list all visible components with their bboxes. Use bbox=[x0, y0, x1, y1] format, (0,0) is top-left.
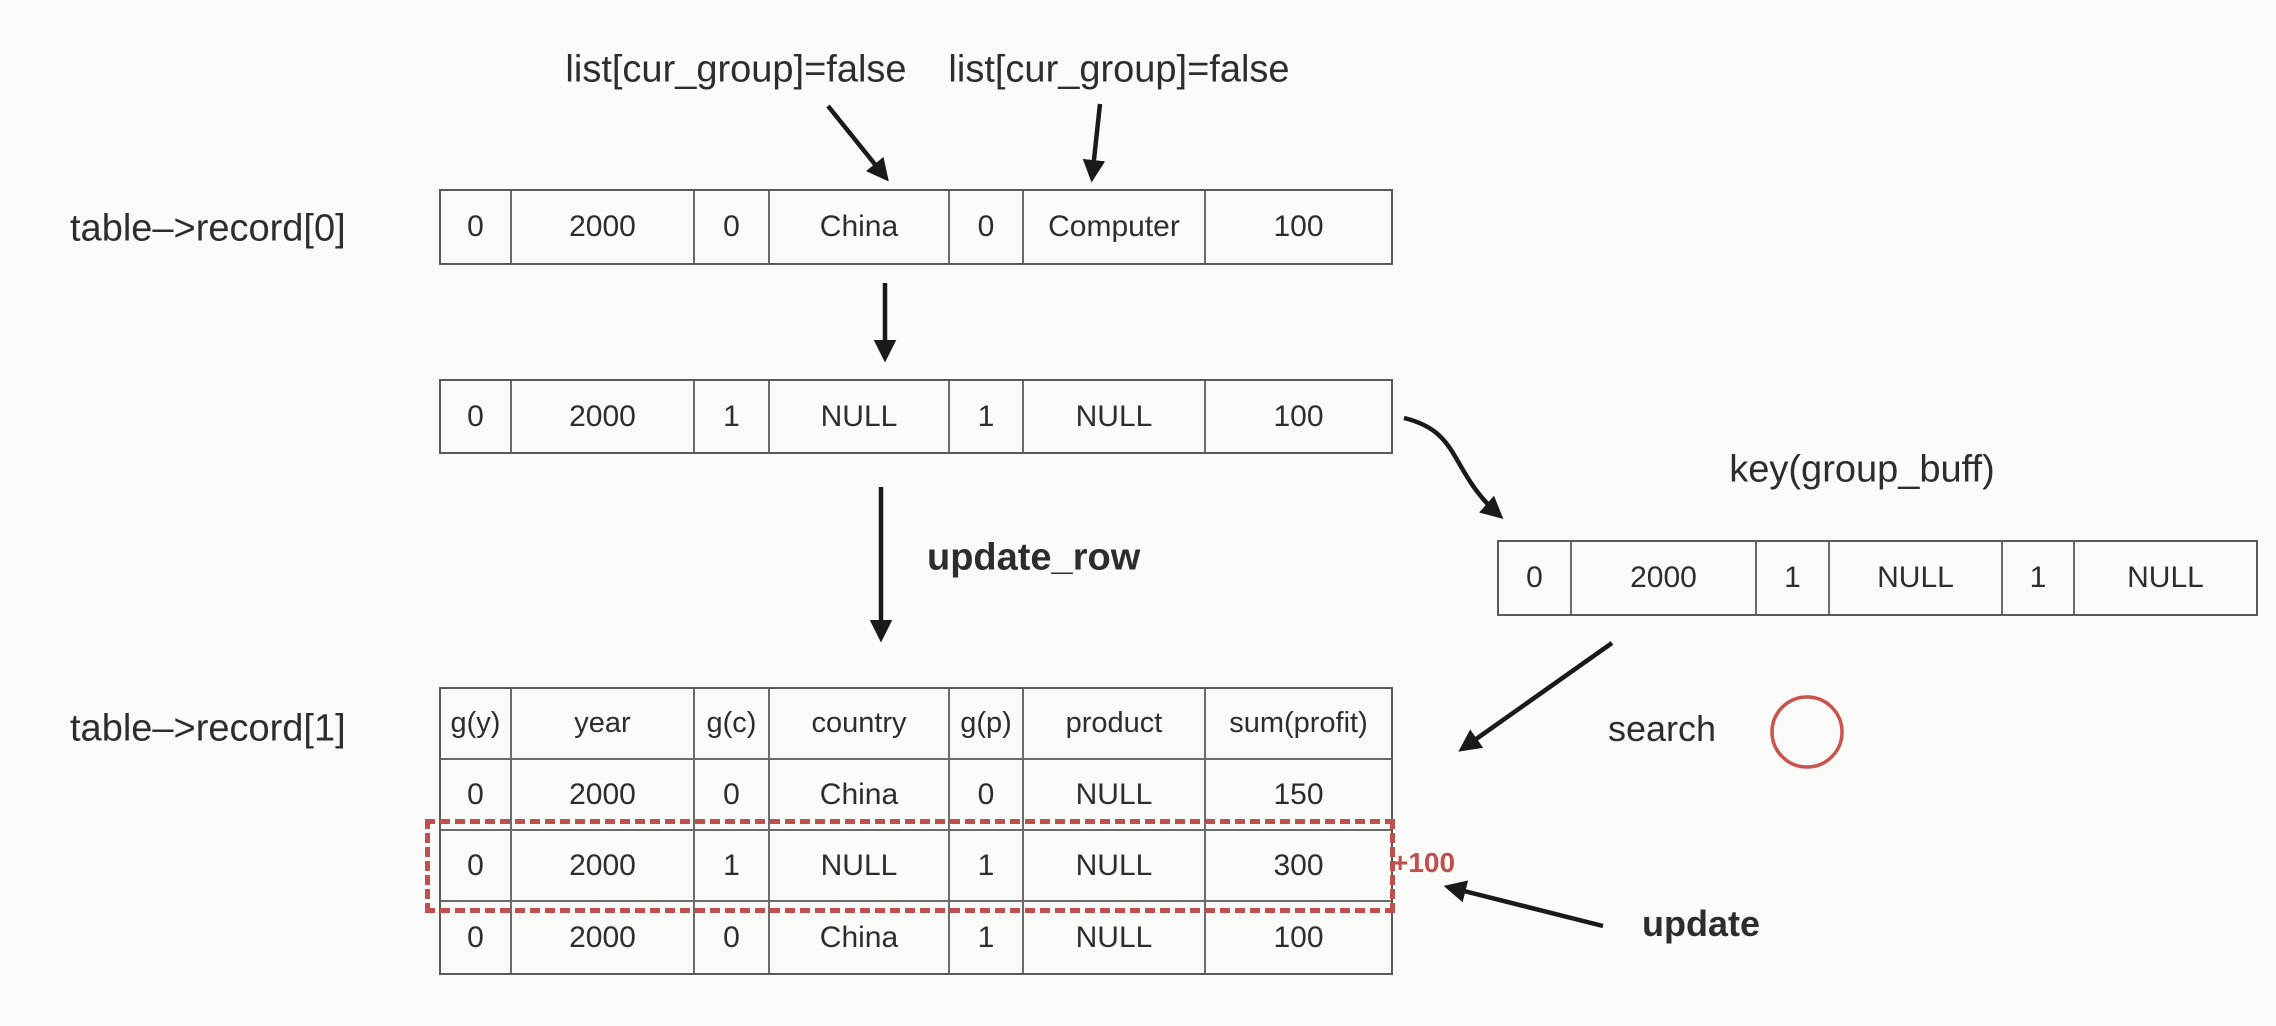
cell: 2000 bbox=[512, 191, 695, 263]
highlighted-cell: 0 bbox=[441, 831, 512, 902]
cell: 2000 bbox=[512, 902, 695, 973]
header-cell: country bbox=[770, 689, 950, 760]
cell: China bbox=[770, 902, 950, 973]
header-cell: year bbox=[512, 689, 695, 760]
cell: 2000 bbox=[1572, 542, 1757, 614]
highlighted-cell: 1 bbox=[695, 831, 770, 902]
header-cell: g(y) bbox=[441, 689, 512, 760]
cell: NULL bbox=[1024, 902, 1206, 973]
cell: NULL bbox=[1024, 760, 1206, 831]
search-label: search bbox=[1608, 708, 1717, 749]
cell: 0 bbox=[695, 191, 770, 263]
intermediate-row: 0 2000 1 NULL 1 NULL 100 bbox=[439, 379, 1393, 454]
header-cell: g(c) bbox=[695, 689, 770, 760]
highlighted-cell: 300 bbox=[1206, 831, 1391, 902]
record0-row: 0 2000 0 China 0 Computer 100 bbox=[439, 189, 1393, 265]
delta-plus100-label: +100 bbox=[1392, 847, 1456, 878]
record1-table: g(y) year g(c) country g(p) product sum(… bbox=[439, 687, 1393, 975]
key-group-buff-row: 0 2000 1 NULL 1 NULL bbox=[1497, 540, 2258, 616]
search-arrow bbox=[1458, 641, 1614, 752]
flag-label-2: list[cur_group]=false bbox=[948, 48, 1290, 91]
cell: 1 bbox=[950, 902, 1024, 973]
cell: 100 bbox=[1273, 210, 1324, 243]
key-group-buff-label: key(group_buff) bbox=[1729, 448, 1995, 491]
record0-label: table–>record[0] bbox=[70, 207, 346, 250]
cell: 0 bbox=[441, 381, 512, 452]
header-cell: sum(profit) bbox=[1206, 689, 1391, 760]
intermediate-to-key-arrow bbox=[1403, 415, 1504, 519]
cell: 2000 bbox=[512, 760, 695, 831]
cell: 1 bbox=[1757, 542, 1830, 614]
cell: NULL bbox=[770, 381, 950, 452]
cell: 1 bbox=[2003, 542, 2075, 614]
cell: China bbox=[770, 191, 950, 263]
flag1-arrow bbox=[826, 104, 889, 182]
cell: 100 bbox=[1273, 920, 1324, 954]
cell: 0 bbox=[441, 760, 512, 831]
cell: 0 bbox=[695, 902, 770, 973]
cell: 150 bbox=[1206, 760, 1391, 831]
cell: 0 bbox=[950, 760, 1024, 831]
cell: 0 bbox=[950, 191, 1024, 263]
flag2-arrow bbox=[1082, 103, 1106, 183]
cell: 0 bbox=[441, 191, 512, 263]
cell: China bbox=[770, 760, 950, 831]
cell: NULL bbox=[1830, 542, 2003, 614]
header-cell: product bbox=[1024, 689, 1206, 760]
update-label: update bbox=[1642, 903, 1761, 944]
flag-label-1: list[cur_group]=false bbox=[565, 48, 907, 91]
header-cell: g(p) bbox=[950, 689, 1024, 760]
update-arrow bbox=[1443, 880, 1604, 929]
cell: NULL bbox=[2127, 561, 2204, 594]
update-row-label: update_row bbox=[927, 536, 1141, 579]
highlighted-cell: NULL bbox=[770, 831, 950, 902]
cell: 100 bbox=[1273, 399, 1324, 433]
cell: 0 bbox=[1499, 542, 1572, 614]
cell: 2000 bbox=[512, 381, 695, 452]
highlighted-cell: NULL bbox=[1024, 831, 1206, 902]
cell: NULL bbox=[1024, 381, 1206, 452]
highlighted-cell: 2000 bbox=[512, 831, 695, 902]
highlighted-cell: 1 bbox=[950, 831, 1024, 902]
cell: 0 bbox=[441, 902, 512, 973]
cell: 1 bbox=[695, 381, 770, 452]
cell: Computer bbox=[1024, 191, 1206, 263]
cell: 1 bbox=[950, 381, 1024, 452]
record1-label: table–>record[1] bbox=[70, 707, 346, 750]
cell: 0 bbox=[695, 760, 770, 831]
search-circle bbox=[1770, 695, 1844, 769]
